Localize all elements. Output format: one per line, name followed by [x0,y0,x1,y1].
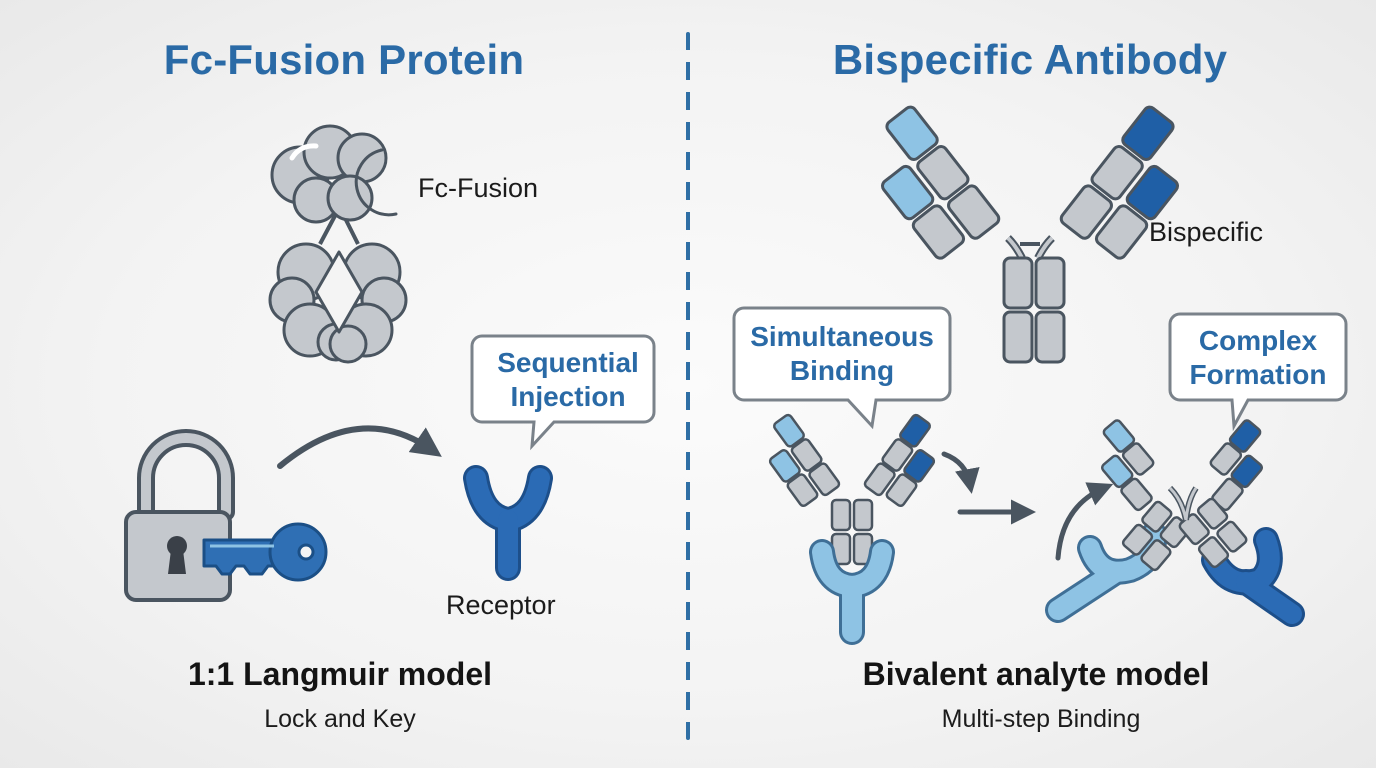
simultaneous-binding-text: Simultaneous Binding [734,320,950,388]
rotate-arrow-icon [1055,482,1114,561]
binding-arrow-icon [277,425,442,469]
lock-and-key-subtitle: Lock and Key [264,705,416,733]
callout-line: Injection [510,381,626,412]
sequential-injection-callout [470,334,656,451]
callout-line: Complex [1198,325,1318,356]
callout-line: Simultaneous [750,321,934,352]
receptor-label: Receptor [446,590,556,620]
callout-line: Binding [789,355,895,386]
bispecific-antibody-icon [881,105,1179,364]
fc-fusion-title: Fc-Fusion Protein [163,36,525,83]
multi-step-binding-subtitle: Multi-step Binding [941,705,1141,733]
complex-formation-text: Complex Formation [1170,324,1346,392]
dashed-divider [686,32,690,740]
light-receptor-icon [809,539,895,645]
sequential-injection-text: Sequential Injection [482,346,654,414]
complex-receptor-right-icon [1201,527,1305,627]
fc-fusion-molecule-icon [268,124,408,364]
receptor-icon [463,465,553,581]
simultaneous-binding-callout [732,306,952,430]
complex-formation-callout [1168,312,1348,432]
complex-antibody-icon [1100,419,1264,572]
bivalent-model-title: Bivalent analyte model [862,656,1210,692]
bispecific-title: Bispecific Antibody [832,36,1228,83]
callout-line: Formation [1189,359,1327,390]
bispecific-label: Bispecific [1149,217,1264,247]
curved-arrow-icon [941,451,980,494]
padlock-icon [124,429,235,602]
key-icon [202,522,328,582]
langmuir-model-title: 1:1 Langmuir model [187,656,493,692]
fc-fusion-label: Fc-Fusion [418,173,539,203]
antibody-on-receptor-icon [768,413,936,566]
callout-line: Sequential [497,347,639,378]
